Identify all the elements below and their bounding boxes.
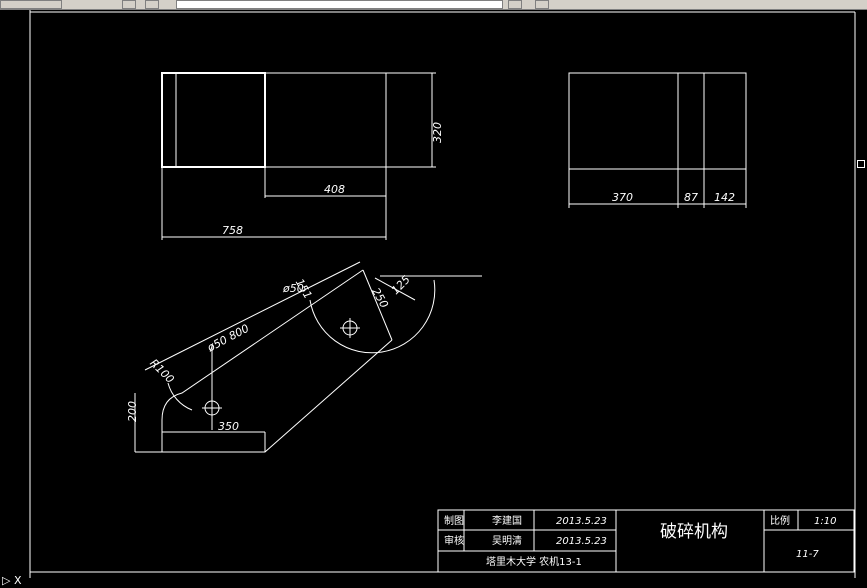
tb-role-2: 审核 — [444, 534, 464, 547]
tb-date-2: 2013.5.23 — [556, 536, 607, 547]
dim-87: 87 — [684, 191, 698, 204]
tb-number: 11-7 — [796, 549, 819, 560]
dim-250: 250 — [369, 286, 391, 311]
dim-phi50: ø50 — [282, 282, 304, 295]
tb-date-1: 2013.5.23 — [556, 516, 607, 527]
layer-icon[interactable] — [122, 0, 136, 9]
dim-370: 370 — [612, 191, 633, 204]
tb-title: 破碎机构 — [660, 522, 728, 542]
properties-icon[interactable] — [145, 0, 159, 9]
dim-phi50-800: ø50 800 — [204, 322, 251, 355]
ucs-x-label: X — [13, 574, 22, 587]
sun-icon[interactable] — [508, 0, 522, 9]
title-block — [437, 509, 855, 573]
tb-name-1: 李建国 — [492, 514, 522, 527]
grip-marker[interactable] — [857, 160, 865, 168]
tb-name-2: 吴明清 — [492, 534, 522, 547]
cad-drawing: 320 408 758 370 87 142 ø50 151 250 125 ø… — [29, 10, 856, 578]
dim-200: 200 — [126, 401, 139, 422]
arc-r250 — [309, 279, 436, 354]
dim-350: 350 — [218, 420, 239, 433]
drawing-canvas[interactable]: 320 408 758 370 87 142 ø50 151 250 125 ø… — [0, 10, 867, 588]
lightbulb-icon[interactable] — [535, 0, 549, 9]
view-dropdown[interactable] — [0, 0, 62, 9]
ucs-icon: ▷ X — [2, 574, 22, 587]
layer-dropdown[interactable] — [176, 0, 503, 9]
profile-upper — [161, 269, 364, 452]
dim-758: 758 — [222, 224, 243, 237]
tb-role-1: 制图 — [444, 514, 464, 527]
box-right-part — [264, 72, 387, 168]
box-left-part — [161, 72, 266, 168]
tb-scale-label: 比例 — [770, 514, 790, 527]
tb-school: 塔里木大学 农机13-1 — [486, 555, 582, 568]
dim-408: 408 — [324, 183, 345, 196]
dim-142: 142 — [714, 191, 735, 204]
dim-125: 125 — [389, 273, 413, 297]
tb-scale-value: 1:10 — [814, 516, 836, 527]
profile-lower — [162, 339, 393, 453]
side-view-box — [568, 72, 747, 170]
dim-r100: R100 — [147, 357, 176, 386]
dim-320: 320 — [431, 122, 444, 143]
toolbar — [0, 0, 867, 10]
